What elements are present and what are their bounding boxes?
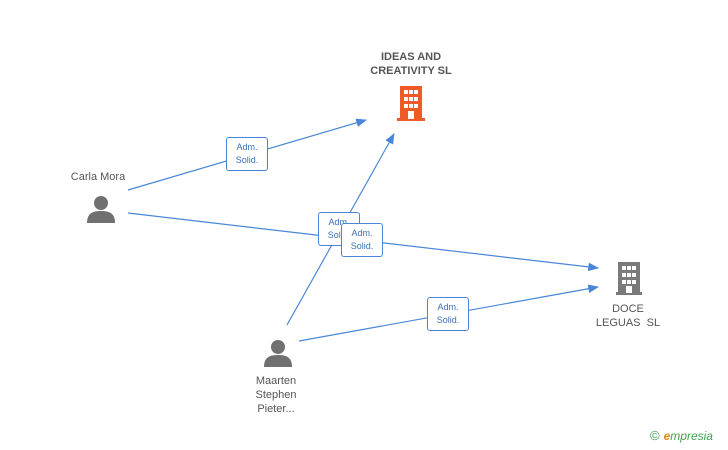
edge-badge-line1: Adm.: [351, 228, 373, 238]
company-label-ideas[interactable]: IDEAS AND CREATIVITY SL: [356, 50, 466, 78]
brand-letter: e: [663, 429, 671, 443]
brand-name: mpresia: [670, 429, 713, 443]
company-label-doce[interactable]: DOCE LEGUAS SL: [583, 302, 673, 330]
person-label-maarten-line3: Pieter...: [257, 403, 295, 415]
edge-badge-line2: Solid.: [436, 315, 460, 325]
edge-badge-maarten-doce[interactable]: Adm. Solid.: [427, 297, 469, 331]
person-icon[interactable]: [86, 194, 116, 224]
copyright-symbol: ©: [650, 428, 660, 443]
edge-badge-line2: Solid.: [327, 230, 351, 240]
building-icon[interactable]: [395, 85, 427, 121]
building-icon[interactable]: [614, 261, 644, 295]
person-icon[interactable]: [263, 338, 293, 368]
empresia-logo: ©empresia: [650, 428, 713, 443]
edge-badge-line1: Adm.: [437, 302, 459, 312]
person-label-maarten-line2: Stephen: [255, 389, 297, 401]
company-label-doce-line2: LEGUAS SL: [595, 317, 661, 329]
edge-badge-line1: Adm.: [328, 217, 350, 227]
edge-badge-line2: Solid.: [350, 241, 374, 251]
edge-badge-line2: Solid.: [235, 155, 259, 165]
company-label-doce-line1: DOCE: [612, 303, 644, 315]
edge-badge-line1: Adm.: [236, 142, 258, 152]
edge-badge-carla-doce[interactable]: Adm. Solid.: [341, 223, 383, 257]
person-label-carla[interactable]: Carla Mora: [70, 171, 126, 183]
person-label-maarten-line1: Maarten: [255, 375, 297, 387]
person-label-maarten[interactable]: Maarten Stephen Pieter...: [236, 374, 316, 416]
company-label-ideas-line1: IDEAS AND: [380, 51, 442, 63]
edge-badge-carla-ideas[interactable]: Adm. Solid.: [226, 137, 268, 171]
company-label-ideas-line2: CREATIVITY SL: [370, 65, 452, 77]
